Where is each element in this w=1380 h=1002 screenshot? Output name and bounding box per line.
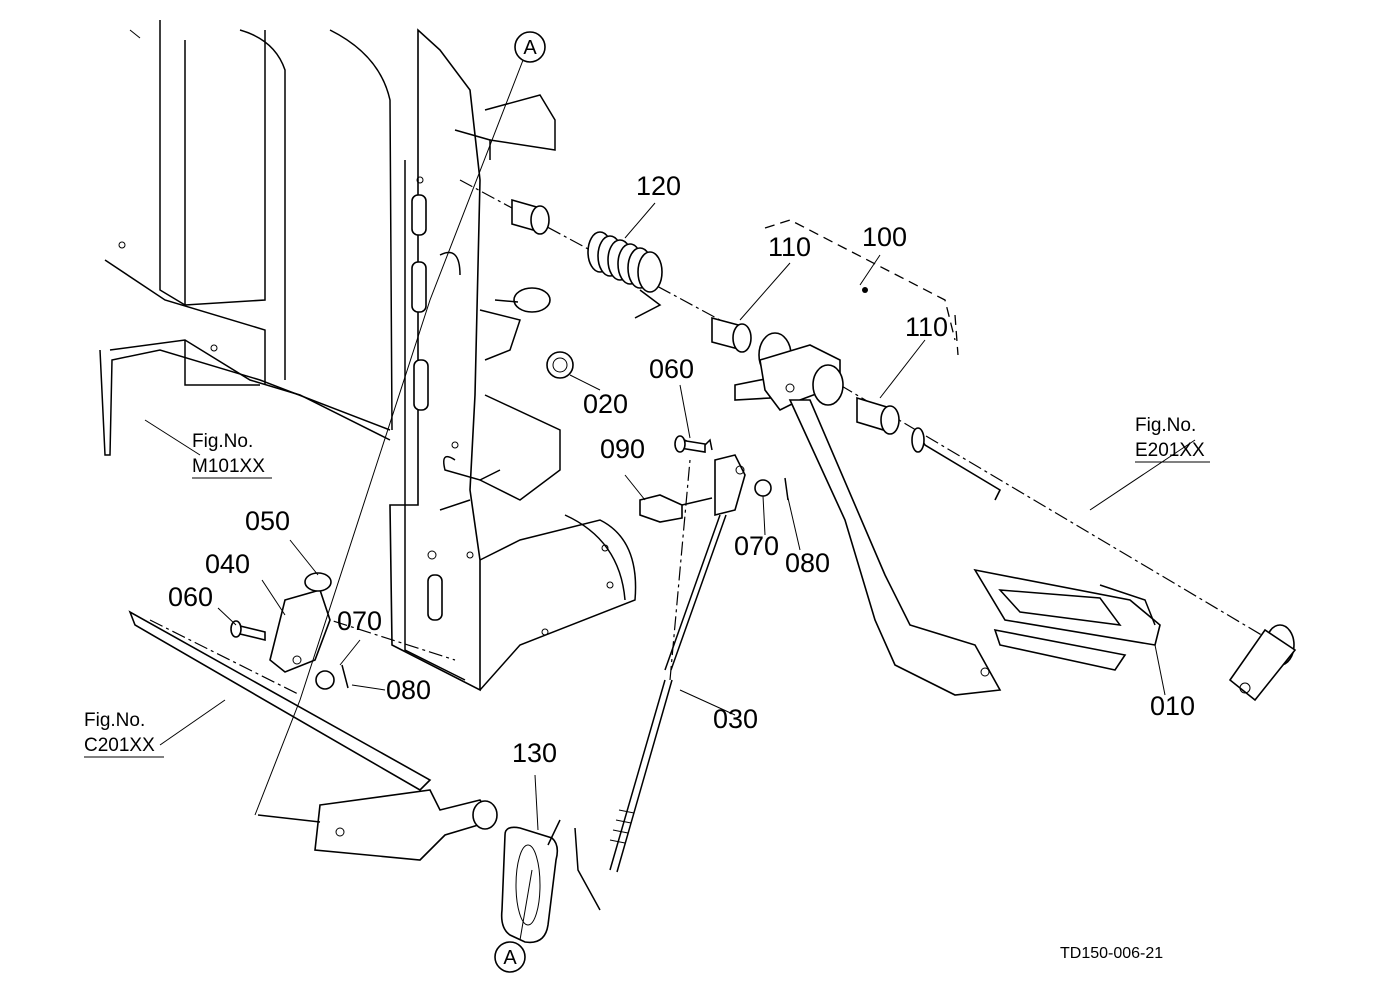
connector-a-top: A — [523, 37, 537, 59]
part-120-spring — [587, 231, 663, 319]
part-bushing-top — [511, 198, 550, 235]
connector-a-line-top — [254, 54, 526, 816]
part-060-pin-left — [230, 620, 266, 642]
leader-lines — [144, 202, 1196, 831]
callout-030: 030 — [713, 704, 758, 734]
drawing-code: TD150-006-21 — [1060, 945, 1163, 962]
callout-100: 100 — [862, 222, 907, 252]
ref-m101-code: M101XX — [192, 456, 265, 477]
assembly-100-dot — [862, 287, 868, 293]
ref-c201-code: C201XX — [84, 735, 155, 756]
callout-070-left: 070 — [337, 606, 382, 636]
part-110-bushing-right — [856, 396, 900, 435]
connector-a-bottom: A — [503, 947, 517, 969]
callout-090: 090 — [600, 434, 645, 464]
callout-130: 130 — [512, 738, 557, 768]
callout-070-right: 070 — [734, 531, 779, 561]
callout-110-right: 110 — [905, 312, 948, 342]
callout-060-left: 060 — [168, 582, 213, 612]
callout-080-left: 080 — [386, 675, 431, 705]
callout-120: 120 — [636, 171, 681, 201]
callout-010: 010 — [1150, 691, 1195, 721]
part-090-block — [639, 494, 713, 523]
callout-060-right: 060 — [649, 354, 694, 384]
callout-040: 040 — [205, 549, 250, 579]
ref-e201-label: Fig.No. — [1135, 415, 1196, 436]
connector-a-bottom-circle — [494, 941, 526, 973]
part-020-bushing — [546, 351, 574, 379]
part-030-rod — [609, 438, 789, 873]
connector-a-top-circle — [514, 31, 546, 63]
callout-020: 020 — [583, 389, 628, 419]
part-110-bushing-left — [711, 316, 752, 353]
ref-c201-label: Fig.No. — [84, 710, 145, 731]
callout-110-left: 110 — [768, 232, 811, 262]
housing-body — [99, 20, 393, 456]
part-100-pedal-arm — [734, 332, 1161, 696]
axis-lines — [149, 179, 1271, 696]
part-040-clevis — [269, 572, 349, 690]
connector-a-line-bottom — [519, 869, 533, 941]
assembly-100-bracket — [764, 219, 959, 356]
part-130-grommet — [500, 819, 601, 944]
ref-e201-code: E201XX — [1135, 440, 1205, 461]
part-060-pin-right — [674, 435, 706, 453]
callout-050: 050 — [245, 506, 290, 536]
part-lower-linkage — [128, 610, 498, 861]
ref-m101-label: Fig.No. — [192, 431, 253, 452]
callout-080-right: 080 — [785, 548, 830, 578]
pivot-shaft — [911, 427, 1297, 702]
mounting-plate — [389, 28, 637, 692]
